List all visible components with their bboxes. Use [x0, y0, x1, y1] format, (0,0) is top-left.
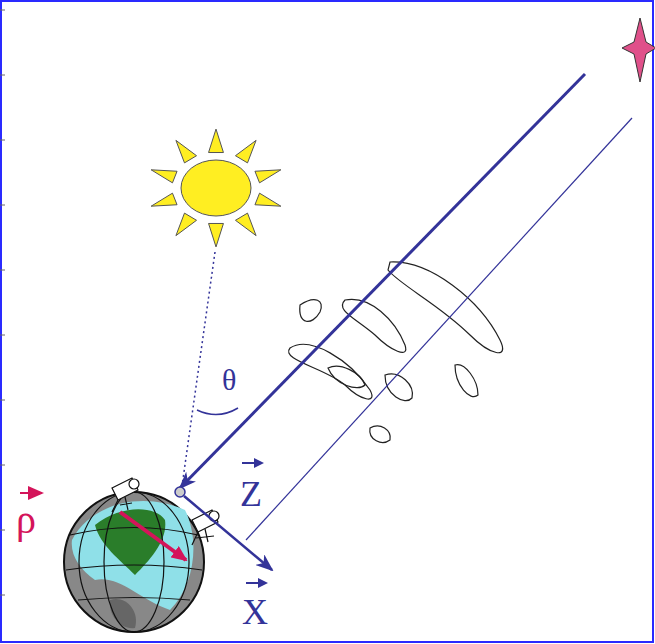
sun-direction: [182, 252, 215, 486]
baseline-vector: [120, 512, 186, 560]
edge-ticks: [0, 10, 5, 595]
angle-arc: [197, 408, 238, 415]
line-of-sight: [180, 74, 585, 488]
parallel-ray: [246, 118, 632, 540]
axis-label: X: [242, 594, 268, 630]
vector-arrow: [20, 492, 42, 494]
sun: [151, 129, 281, 247]
turbulence-cells: [289, 262, 503, 442]
earth-globe: [64, 492, 204, 632]
vector-arrow: [246, 582, 266, 584]
vector-arrow: [242, 462, 262, 464]
axis-label: Z: [240, 476, 262, 512]
vector-label: ρ: [16, 500, 36, 540]
telescope: [112, 478, 139, 512]
angle-label: θ: [222, 365, 236, 395]
origin-point: [175, 487, 185, 497]
star: [622, 18, 655, 82]
